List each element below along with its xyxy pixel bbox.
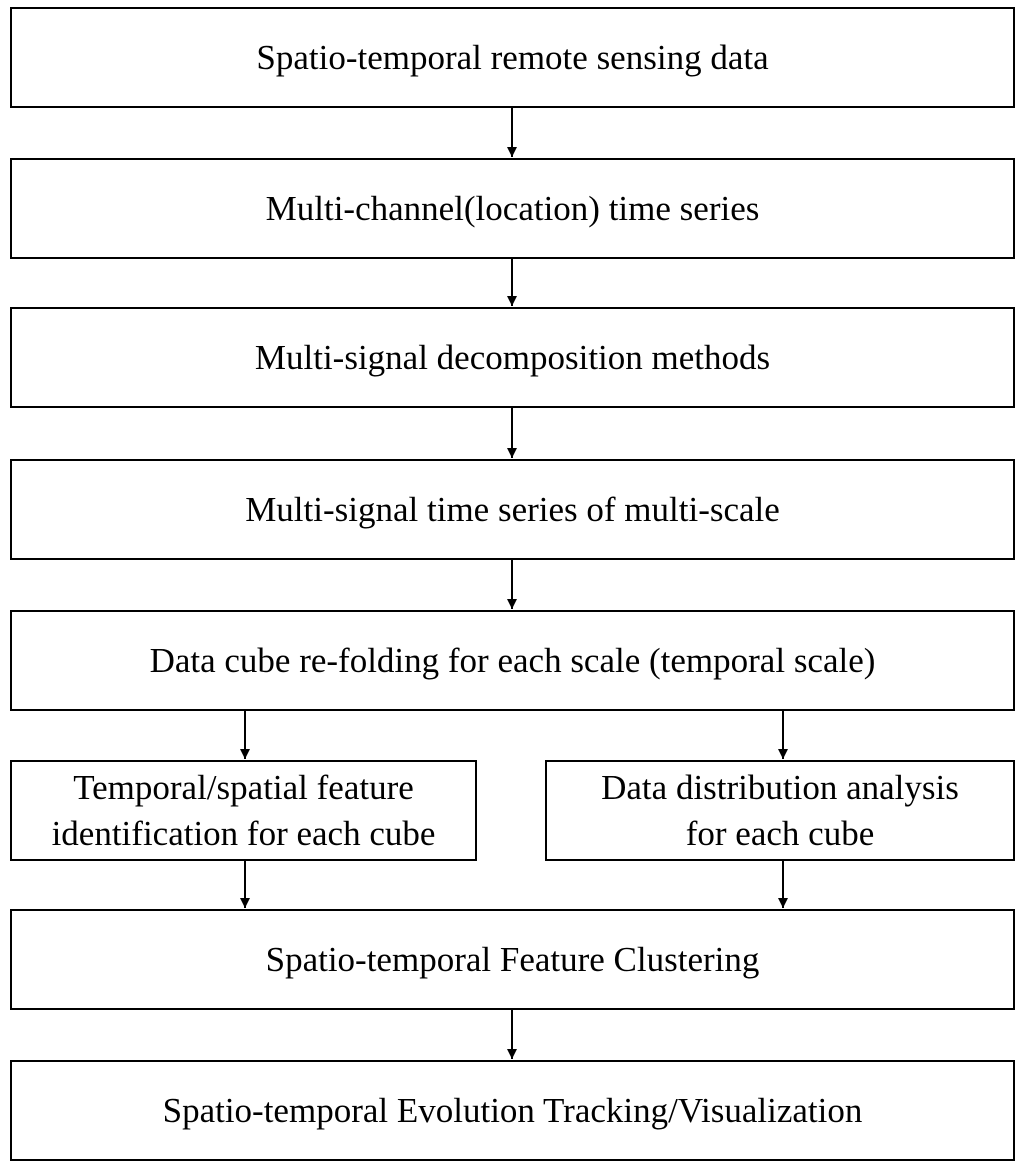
step-label: Multi-signal decomposition methods	[254, 337, 771, 377]
step-multi-scale-time-series: Multi-signal time series of multi-scale	[10, 459, 1015, 560]
step-data-cube-refolding: Data cube re-folding for each scale (tem…	[10, 610, 1015, 711]
step-spatio-temporal-remote-sensing-data: Spatio-temporal remote sensing data	[10, 7, 1015, 108]
step-data-distribution-analysis: Data distribution analysis for each cube	[545, 760, 1015, 861]
step-evolution-tracking: Spatio-temporal Evolution Tracking/Visua…	[10, 1060, 1015, 1161]
step-label: Temporal/spatial feature identification …	[51, 768, 436, 853]
step-label: Spatio-temporal remote sensing data	[256, 37, 769, 77]
step-label: Multi-channel(location) time series	[265, 188, 760, 228]
step-label: Data cube re-folding for each scale (tem…	[149, 640, 876, 680]
step-label: Multi-signal time series of multi-scale	[245, 489, 780, 529]
step-feature-clustering: Spatio-temporal Feature Clustering	[10, 909, 1015, 1010]
step-multi-signal-decomposition: Multi-signal decomposition methods	[10, 307, 1015, 408]
step-multi-channel-time-series: Multi-channel(location) time series	[10, 158, 1015, 259]
step-label: Spatio-temporal Feature Clustering	[265, 939, 760, 979]
step-feature-identification: Temporal/spatial feature identification …	[10, 760, 477, 861]
step-label: Data distribution analysis for each cube	[601, 768, 959, 853]
step-label: Spatio-temporal Evolution Tracking/Visua…	[162, 1090, 863, 1130]
